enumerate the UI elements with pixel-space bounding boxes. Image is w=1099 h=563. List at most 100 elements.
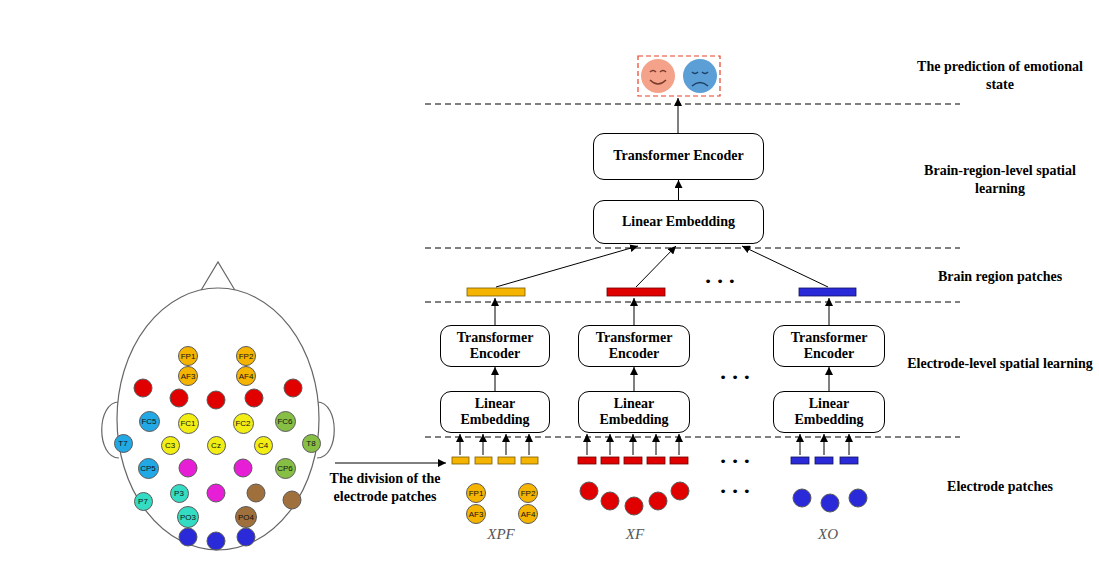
electrode-patch <box>452 457 858 464</box>
electrode-label: T7 <box>118 439 127 448</box>
electrode-patch <box>452 457 469 464</box>
arrow <box>529 434 530 455</box>
happy-face <box>641 59 675 93</box>
head-outline <box>117 288 319 550</box>
section-label: Electrode-level spatial learning <box>905 355 1095 373</box>
electrode-label: PO3 <box>180 513 196 522</box>
electrode-label: FP1 <box>469 489 484 498</box>
prediction-frame <box>638 56 720 96</box>
electrode-label: CP5 <box>140 464 156 473</box>
patch-set-name: XF <box>605 526 665 543</box>
electrode-label: Cz <box>211 441 221 450</box>
box-label: Linear Embedding <box>585 396 683 428</box>
section-divider <box>425 437 960 438</box>
connector-arrow <box>495 367 496 391</box>
electrode <box>134 379 302 550</box>
electrode-label: P3 <box>174 489 184 498</box>
electrode-patch <box>670 457 688 464</box>
arrow <box>824 434 825 455</box>
electrode <box>245 389 263 407</box>
electrode-label: FC1 <box>180 419 195 428</box>
electrode: FC1 <box>178 413 199 434</box>
electrode <box>134 379 152 397</box>
electrode-patch <box>578 457 596 464</box>
box-label: Transformer Encoder <box>613 148 744 164</box>
ellipsis: • • • <box>710 484 760 499</box>
arrow <box>679 434 680 455</box>
electrode: P3 <box>170 484 189 503</box>
section-divider <box>425 104 960 437</box>
region-patch <box>467 288 525 296</box>
electrode-patch <box>791 457 809 464</box>
electrode <box>601 492 619 510</box>
arrow <box>633 434 634 455</box>
arrow <box>849 434 850 455</box>
electrode: C4 <box>254 436 273 455</box>
electrode: FP2 <box>518 483 538 503</box>
electrode <box>247 484 265 502</box>
electrode: AF3 <box>178 366 198 386</box>
process-box: Transformer Encoder <box>773 325 885 367</box>
electrode-patch <box>601 457 619 464</box>
electrode-patch <box>647 457 665 464</box>
process-box: Linear Embedding <box>440 391 550 433</box>
electrode <box>170 389 188 407</box>
process-box: Transformer Encoder <box>578 325 690 367</box>
process-box: Linear Embedding <box>578 391 690 433</box>
arrow <box>495 246 829 325</box>
section-label: Brain-region-level spatial learning <box>905 162 1095 197</box>
electrode <box>207 484 225 502</box>
electrode: FC5 <box>139 411 160 432</box>
electrode <box>179 528 197 546</box>
electrode <box>284 379 302 397</box>
section-label: Brain region patches <box>905 268 1095 286</box>
happy-face <box>650 71 666 85</box>
electrode <box>821 494 839 512</box>
division-caption: The division of the electrode patches <box>315 470 455 505</box>
process-box: Transformer Encoder <box>593 133 764 180</box>
electrode-patch <box>498 457 515 464</box>
process-box: Linear Embedding <box>773 391 885 433</box>
section-label: Electrode patches <box>905 478 1095 496</box>
electrode-label: C3 <box>165 441 175 450</box>
electrode-label: C4 <box>258 441 268 450</box>
arrow <box>800 434 801 455</box>
electrode-patch <box>521 457 538 464</box>
electrode: T7 <box>114 434 133 453</box>
electrode <box>179 459 197 477</box>
arrow <box>678 98 679 133</box>
arrow <box>335 434 849 463</box>
electrode: AF4 <box>236 366 256 386</box>
sad-face <box>683 59 717 93</box>
box-label: Transformer Encoder <box>780 330 878 362</box>
region-patch <box>607 288 665 296</box>
process-box: Transformer Encoder <box>440 325 550 367</box>
patch-set-name: XO <box>798 526 858 543</box>
section-divider <box>425 302 960 303</box>
sad-face <box>692 72 708 86</box>
patch-set-name: XPF <box>471 526 531 543</box>
section-label: The prediction of emotional state <box>905 58 1095 93</box>
electrode <box>625 497 643 515</box>
electrode: AF4 <box>518 504 538 524</box>
electrode-patch <box>624 457 642 464</box>
electrode <box>671 482 689 500</box>
electrode: PO3 <box>177 506 199 528</box>
process-box: Linear Embedding <box>593 200 764 244</box>
arrow <box>506 434 507 455</box>
connector-arrow <box>678 180 679 200</box>
arrow <box>634 298 635 325</box>
electrode: AF3 <box>466 504 486 524</box>
arrow <box>829 298 830 325</box>
arrow <box>610 434 611 455</box>
electrode <box>234 459 252 477</box>
electrode-label: P7 <box>138 497 148 506</box>
electrode-label: FP1 <box>181 352 196 361</box>
ellipsis: • • • <box>695 274 745 289</box>
electrode: P7 <box>134 492 153 511</box>
electrode-patch <box>475 457 492 464</box>
electrode-label: AF3 <box>181 372 196 381</box>
